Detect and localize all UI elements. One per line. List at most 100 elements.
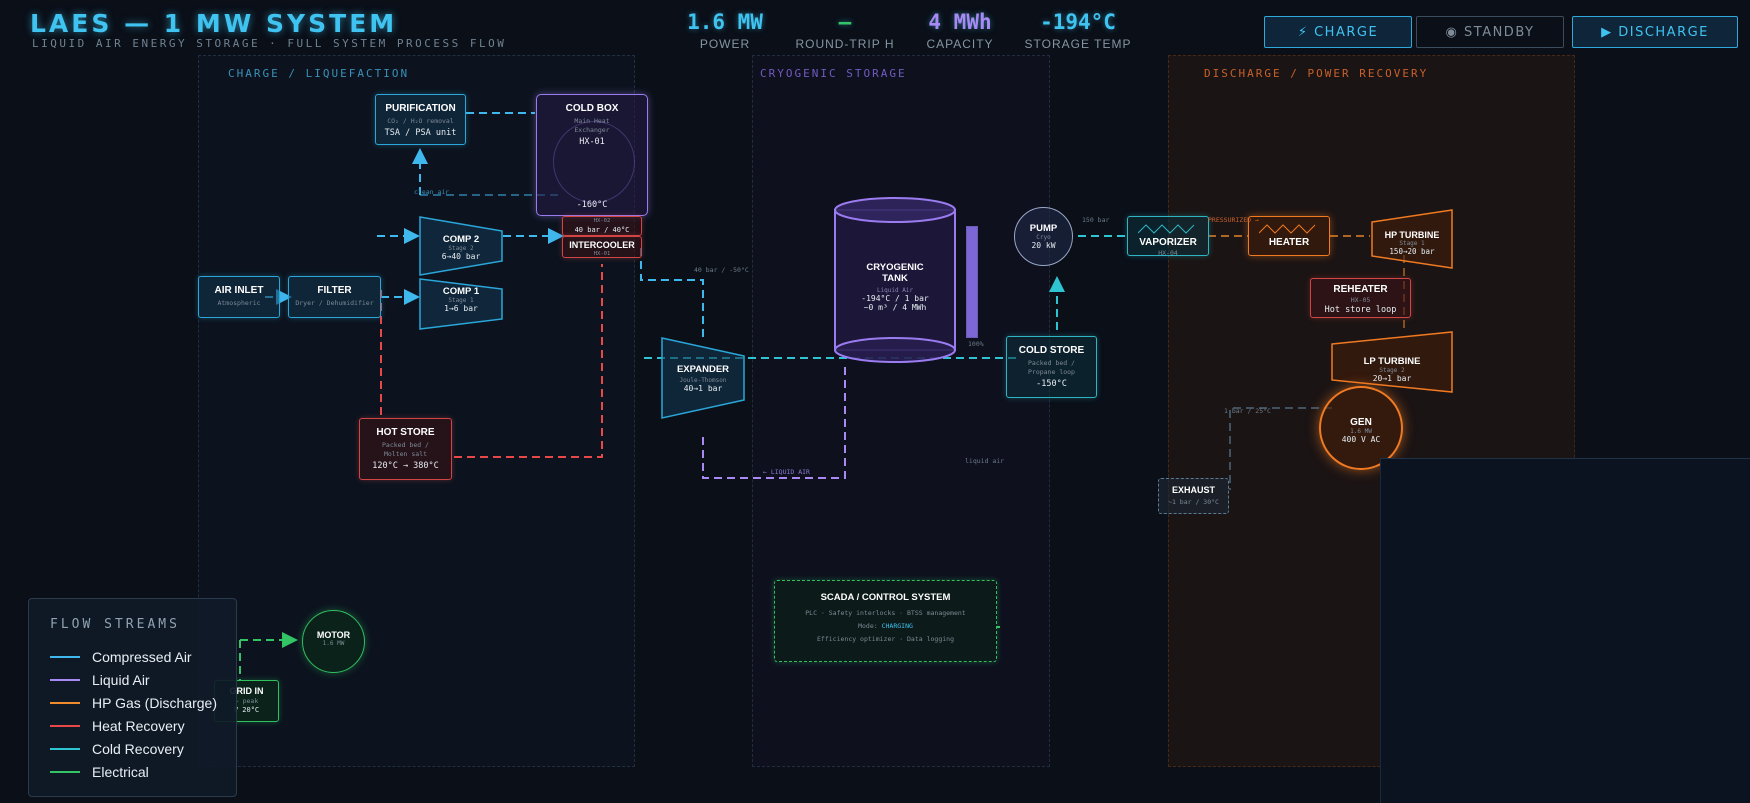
tag-40bar: 40 bar / -50°C — [694, 266, 749, 274]
metric-capacity-label: CAPACITY — [926, 37, 994, 51]
metric-storage-temp-label: STORAGE TEMP — [1024, 37, 1132, 51]
intercooler-unit[interactable]: INTERCOOLER HX-01 — [562, 236, 642, 258]
cold-store-sub: Packed bed / Propane loop — [1028, 359, 1075, 377]
cold-box[interactable]: COLD BOX Main Heat Exchanger HX-01 -160°… — [536, 94, 648, 216]
comp2-shape[interactable] — [418, 215, 504, 277]
reheater-title: REHEATER — [1333, 284, 1388, 295]
legend-label: Heat Recovery — [92, 718, 185, 734]
hx02-value: 40 bar / 40°C — [574, 225, 630, 234]
legend-label: Cold Recovery — [92, 741, 184, 757]
pump-unit[interactable]: PUMP Cryo 20 kW — [1014, 207, 1073, 266]
purification-sub: CO₂ / H₂O removal — [387, 117, 454, 125]
filter-unit[interactable]: FILTER Dryer / Dehumidifier — [288, 276, 381, 318]
gen-title: GEN — [1350, 417, 1372, 428]
legend-swatch — [50, 679, 80, 681]
zone-storage-label: CRYOGENIC STORAGE — [760, 67, 907, 80]
pump-value: 20 kW — [1031, 241, 1056, 250]
air-inlet[interactable]: AIR INLET Atmospheric — [198, 276, 280, 318]
tag-pressurized: PRESSURIZED → — [1208, 216, 1259, 224]
purification-unit[interactable]: PURIFICATION CO₂ / H₂O removal TSA / PSA… — [375, 94, 466, 145]
cold-box-title: COLD BOX — [565, 103, 619, 114]
charge-button[interactable]: ⚡ CHARGE — [1264, 16, 1412, 48]
cold-box-hx-graphic — [553, 121, 635, 203]
comp2-label: COMP 2 Stage 2 6→40 bar — [418, 234, 504, 261]
metric-power-label: POWER — [699, 37, 751, 51]
exhaust-title: EXHAUST — [1171, 485, 1215, 495]
scada-mode-label: Mode: — [858, 622, 878, 631]
legend-item-compressed-air: Compressed Air — [50, 649, 192, 665]
lp-turbine-value: 20→1 bar — [1372, 374, 1412, 383]
vaporizer-unit[interactable]: VAPORIZER HX-04 — [1127, 216, 1209, 257]
hx02-unit[interactable]: HX-02 40 bar / 40°C — [562, 216, 642, 236]
lp-turbine-title: LP TURBINE — [1363, 356, 1421, 367]
generator-unit[interactable]: GEN 1.6 MW 400 V AC — [1319, 386, 1403, 470]
hp-turbine-shape[interactable] — [1370, 208, 1454, 270]
standby-button[interactable]: ◉ STANDBY — [1416, 16, 1564, 48]
legend-title: FLOW STREAMS — [50, 617, 180, 632]
tag-liquid-air: ← LIQUID AIR — [763, 468, 810, 476]
side-panel — [1380, 458, 1750, 803]
tank-title: CRYOGENIC TANK — [866, 262, 924, 284]
scada-mode-value: CHARGING — [881, 622, 913, 631]
metric-storage-temp-value: -194°C — [1040, 10, 1116, 34]
legend-item-heat-recovery: Heat Recovery — [50, 718, 185, 734]
hp-turbine-value: 150→20 bar — [1389, 247, 1435, 256]
hp-turbine-title: HP TURBINE — [1384, 230, 1440, 240]
metric-storage-temp: -194°C STORAGE TEMP — [1018, 10, 1138, 51]
grid-title: GRID IN — [229, 686, 264, 696]
vaporizer-sub: HX-04 — [1158, 249, 1178, 257]
lp-turbine-shape[interactable] — [1330, 330, 1454, 394]
comp1-sub: Stage 1 — [448, 297, 474, 304]
tag-liquid-air-2: liquid air — [965, 457, 1005, 465]
filter-sub: Dryer / Dehumidifier — [295, 299, 374, 307]
pump-sub: Cryo — [1036, 234, 1051, 241]
legend-label: HP Gas (Discharge) — [92, 695, 218, 711]
heater-unit[interactable]: HEATER — [1248, 216, 1330, 256]
legend-label: Compressed Air — [92, 649, 192, 665]
scada-line1: PLC · Safety interlocks · BTSS managemen… — [805, 609, 966, 617]
comp1-shape[interactable] — [418, 277, 504, 331]
motor-title: MOTOR — [316, 630, 351, 640]
tank-level-label: 100% — [968, 340, 984, 348]
page-title: LAES — 1 MW SYSTEM — [30, 9, 398, 38]
cold-box-temp: -160°C — [576, 200, 608, 210]
expander-shape[interactable] — [660, 336, 746, 420]
cryogenic-tank-label: CRYOGENIC TANK Liquid Air -194°C / 1 bar… — [832, 262, 958, 312]
discharge-button[interactable]: ▶ DISCHARGE — [1572, 16, 1738, 48]
hx02-label: HX-02 — [593, 218, 611, 224]
pipe-cb-expander — [640, 248, 704, 338]
tag-clean-air: clean air — [414, 188, 450, 196]
cold-store[interactable]: COLD STORE Packed bed / Propane loop -15… — [1006, 336, 1097, 398]
cold-store-title: COLD STORE — [1018, 345, 1085, 356]
scada-mode: Mode: CHARGING — [775, 622, 996, 631]
metric-roundtrip-value: — — [838, 10, 852, 34]
pipe-hotstore-return — [454, 264, 603, 458]
metric-capacity: 4 MWh CAPACITY — [910, 10, 1010, 51]
motor-unit[interactable]: MOTOR 1.6 MW — [302, 610, 365, 673]
vaporizer-zigzag-icon — [1137, 224, 1195, 234]
legend-swatch — [50, 702, 80, 704]
exhaust-unit[interactable]: EXHAUST ~1 bar / 30°C — [1158, 478, 1229, 514]
hot-store[interactable]: HOT STORE Packed bed / Molten salt 120°C… — [359, 418, 452, 480]
metric-capacity-value: 4 MWh — [928, 10, 992, 34]
scada-title: SCADA / CONTROL SYSTEM — [820, 592, 951, 603]
grid-value: V 20°C — [233, 706, 260, 715]
scada-panel[interactable]: SCADA / CONTROL SYSTEM PLC · Safety inte… — [774, 580, 997, 662]
exhaust-sub: ~1 bar / 30°C — [1168, 498, 1219, 506]
air-inlet-sub: Atmospheric — [217, 299, 261, 307]
tag-1bar: 1 bar / 25°C — [1224, 407, 1271, 415]
cryogenic-tank-shape[interactable] — [832, 196, 960, 366]
motor-sub: 1.6 MW — [322, 640, 345, 647]
comp1-value: 1→6 bar — [444, 304, 478, 313]
reheater-value: Hot store loop — [1324, 305, 1397, 316]
tank-level-gauge — [966, 226, 978, 338]
page-subtitle: LIQUID AIR ENERGY STORAGE · FULL SYSTEM … — [32, 37, 507, 50]
legend-swatch — [50, 771, 80, 773]
hot-store-sub: Packed bed / Molten salt — [382, 441, 429, 459]
legend-item-liquid-air: Liquid Air — [50, 672, 150, 688]
reheater-unit[interactable]: REHEATER HX-05 Hot store loop — [1310, 278, 1411, 318]
gen-sub: 1.6 MW — [1350, 428, 1372, 435]
cold-store-value: -150°C — [1036, 379, 1067, 390]
pipe-expander-tank — [702, 362, 846, 479]
